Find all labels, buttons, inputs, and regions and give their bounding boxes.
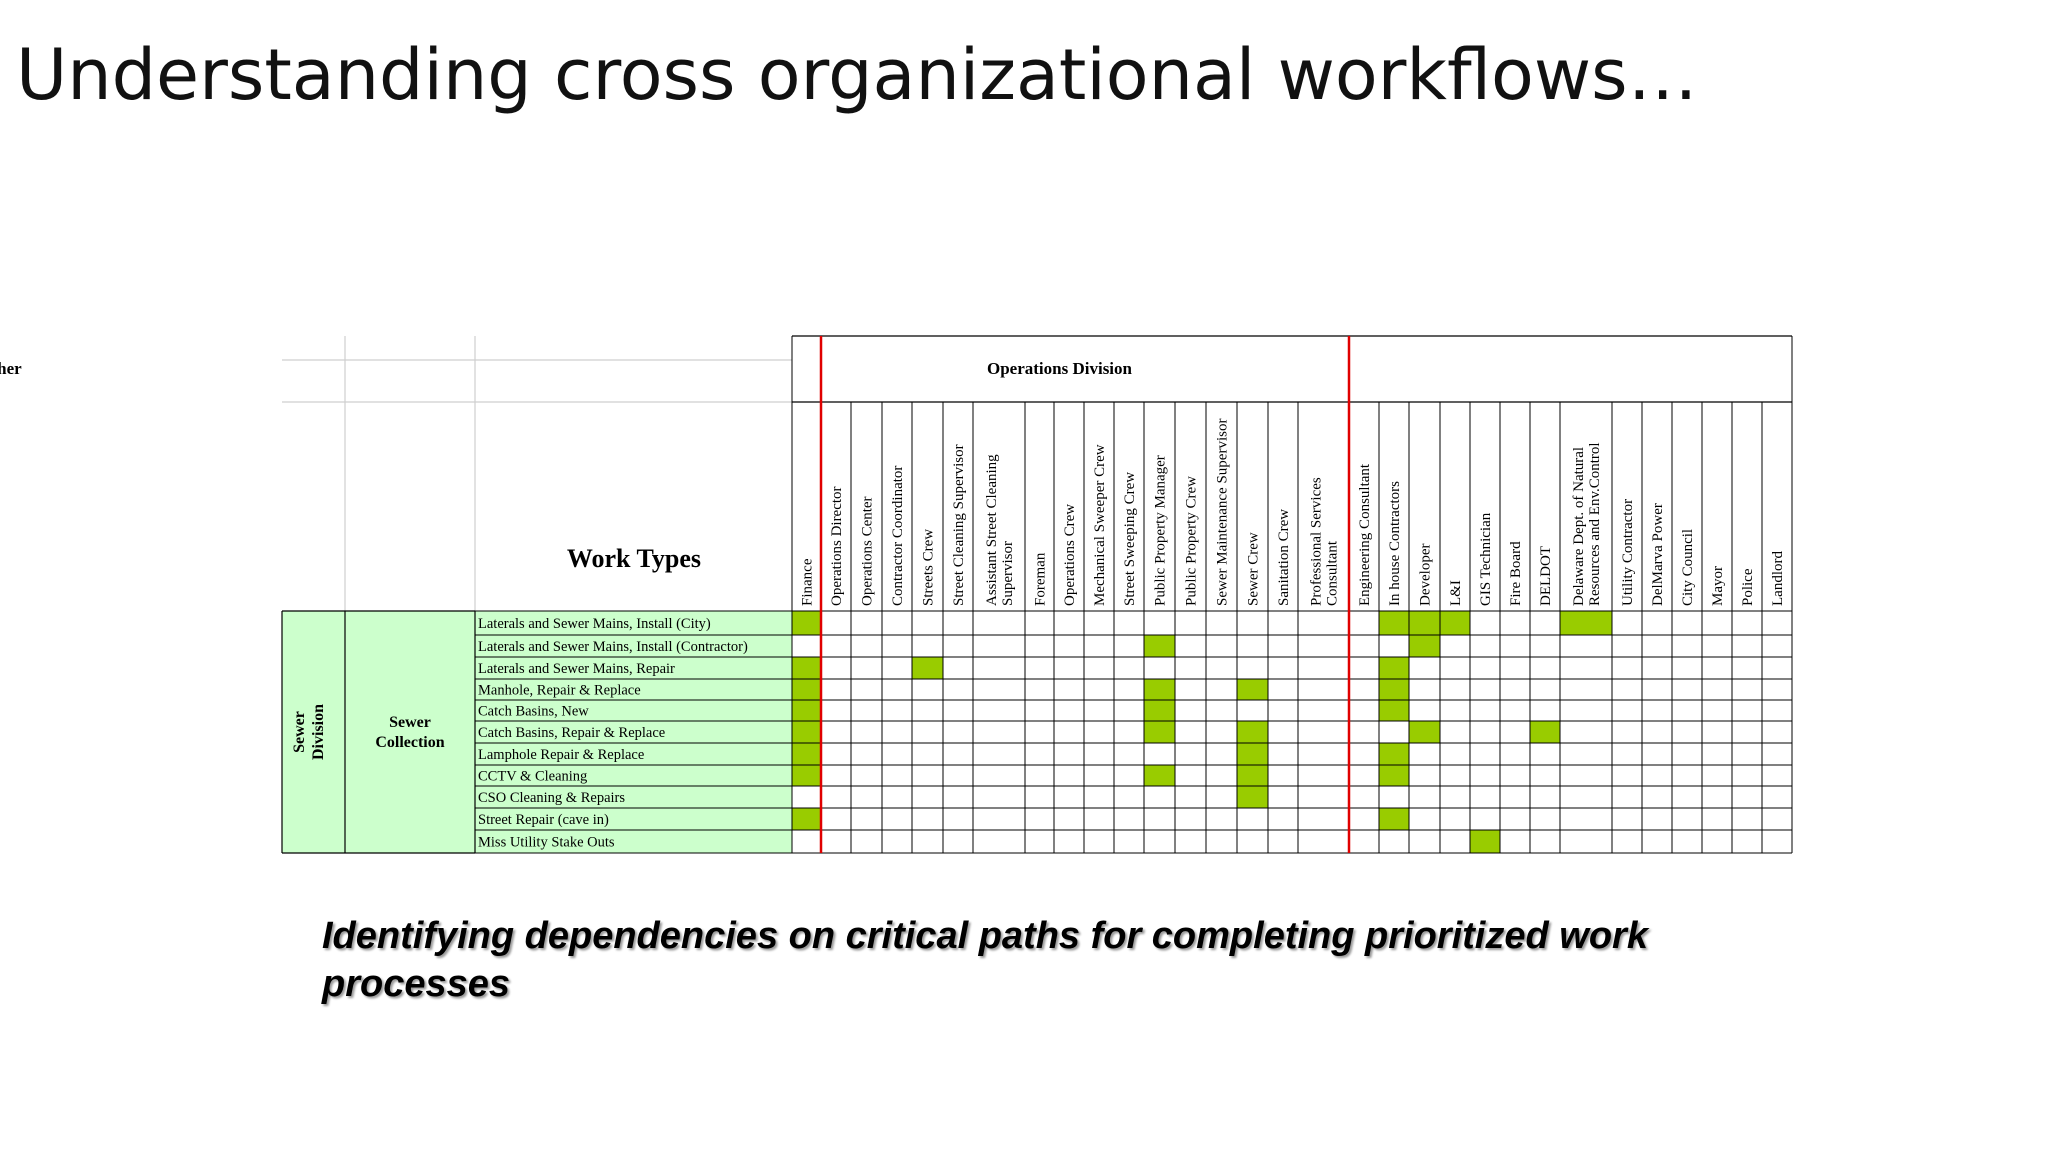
- assignment-mark: [792, 808, 821, 830]
- column-label: Utility Contractor: [1620, 499, 1636, 606]
- assignment-mark: [1379, 808, 1409, 830]
- column-label: Delaware Dept. of Natural: [1571, 447, 1587, 606]
- column-label: Finance: [800, 558, 816, 606]
- assignment-mark: [1379, 657, 1409, 679]
- row-label-fill: [282, 611, 792, 853]
- column-label: Sanitation Crew: [1276, 509, 1292, 606]
- assignment-mark: [1530, 721, 1560, 743]
- assignment-mark: [792, 700, 821, 721]
- row-label: Laterals and Sewer Mains, Install (Contr…: [478, 639, 748, 655]
- column-label: City Council: [1680, 529, 1696, 606]
- column-label: Assistant Street Cleaning: [984, 454, 1000, 606]
- column-label: Contractor Coordinator: [890, 466, 906, 606]
- column-label: DelMarva Power: [1650, 503, 1666, 606]
- assignment-mark: [1560, 611, 1612, 635]
- column-label: Consultant: [1325, 540, 1341, 606]
- column-label: Developer: [1418, 544, 1434, 606]
- assignment-mark: [792, 765, 821, 786]
- column-label: Operations Director: [829, 486, 845, 606]
- row-label: Manhole, Repair & Replace: [478, 683, 641, 699]
- column-label: Engineering Consultant: [1357, 463, 1373, 606]
- section-label: Sewer: [389, 714, 431, 731]
- row-label: Miss Utility Stake Outs: [478, 835, 615, 851]
- assignment-mark: [1409, 611, 1440, 635]
- assignment-mark: [792, 743, 821, 765]
- slide-title: Understanding cross organizational workf…: [16, 34, 1698, 116]
- column-label: Mayor: [1710, 566, 1726, 606]
- column-label: Fire Board: [1508, 541, 1524, 606]
- assignment-mark: [1379, 700, 1409, 721]
- division-label: Sewer: [291, 711, 308, 753]
- group-header-label: Other: [0, 359, 22, 378]
- column-label: Sewer Crew: [1246, 532, 1262, 606]
- assignment-mark: [1379, 765, 1409, 786]
- column-label: Street Cleaning Supervisor: [951, 444, 967, 606]
- assignment-mark: [1237, 765, 1268, 786]
- row-label: Catch Basins, Repair & Replace: [478, 725, 665, 741]
- assignment-mark: [792, 721, 821, 743]
- assignment-mark: [1237, 786, 1268, 808]
- assignment-mark: [1379, 611, 1409, 635]
- column-label: Foreman: [1033, 552, 1049, 606]
- row-label: CCTV & Cleaning: [478, 769, 587, 785]
- column-label: Mechanical Sweeper Crew: [1092, 444, 1108, 606]
- assignment-mark: [1409, 635, 1440, 657]
- group-header-label: Operations Division: [987, 359, 1133, 378]
- column-label: Public Property Crew: [1184, 476, 1200, 606]
- work-types-heading: Work Types: [567, 544, 701, 573]
- assignment-mark: [1409, 721, 1440, 743]
- column-label: Operations Crew: [1062, 504, 1078, 606]
- column-label: Resources and Env.Control: [1587, 442, 1603, 606]
- column-label: Supervisor: [1000, 541, 1016, 606]
- assignment-mark: [792, 679, 821, 700]
- row-label: Lamphole Repair & Replace: [478, 747, 644, 763]
- column-label: Street Sweeping Crew: [1122, 472, 1138, 606]
- assignment-mark: [1379, 679, 1409, 700]
- row-label: Catch Basins, New: [478, 704, 589, 720]
- slide-caption: Identifying dependencies on critical pat…: [322, 915, 1648, 1005]
- assignment-mark: [1379, 743, 1409, 765]
- column-label: In house Contractors: [1387, 481, 1403, 606]
- assignment-mark: [1440, 611, 1470, 635]
- assignment-mark: [1237, 679, 1268, 700]
- column-label: Professional Services: [1309, 477, 1325, 606]
- column-label: Sewer Maintenance Supervisor: [1215, 419, 1231, 606]
- assignment-mark: [1237, 743, 1268, 765]
- assignment-mark: [1237, 721, 1268, 743]
- assignment-mark: [1144, 700, 1175, 721]
- division-label: Division: [310, 704, 327, 760]
- column-label: GIS Technician: [1478, 512, 1494, 606]
- assignment-mark: [912, 657, 943, 679]
- row-label: Laterals and Sewer Mains, Repair: [478, 661, 675, 677]
- assignment-mark: [1144, 635, 1175, 657]
- row-label: Laterals and Sewer Mains, Install (City): [478, 616, 711, 632]
- column-label: Operations Center: [860, 496, 876, 606]
- assignment-mark: [792, 611, 821, 635]
- column-label: Landlord: [1770, 551, 1786, 606]
- column-label: Streets Crew: [921, 529, 937, 606]
- row-label: Street Repair (cave in): [478, 812, 609, 828]
- column-label: Public Property Manager: [1153, 455, 1169, 606]
- column-label: L&I: [1448, 580, 1464, 606]
- section-label: Collection: [375, 734, 444, 751]
- assignment-mark: [1144, 765, 1175, 786]
- assignment-mark: [792, 657, 821, 679]
- row-label: CSO Cleaning & Repairs: [478, 790, 625, 806]
- assignment-mark: [1144, 679, 1175, 700]
- assignment-mark: [1470, 830, 1500, 853]
- column-label: Police: [1740, 568, 1756, 606]
- assignment-mark: [1144, 721, 1175, 743]
- column-label: DELDOT: [1538, 546, 1554, 606]
